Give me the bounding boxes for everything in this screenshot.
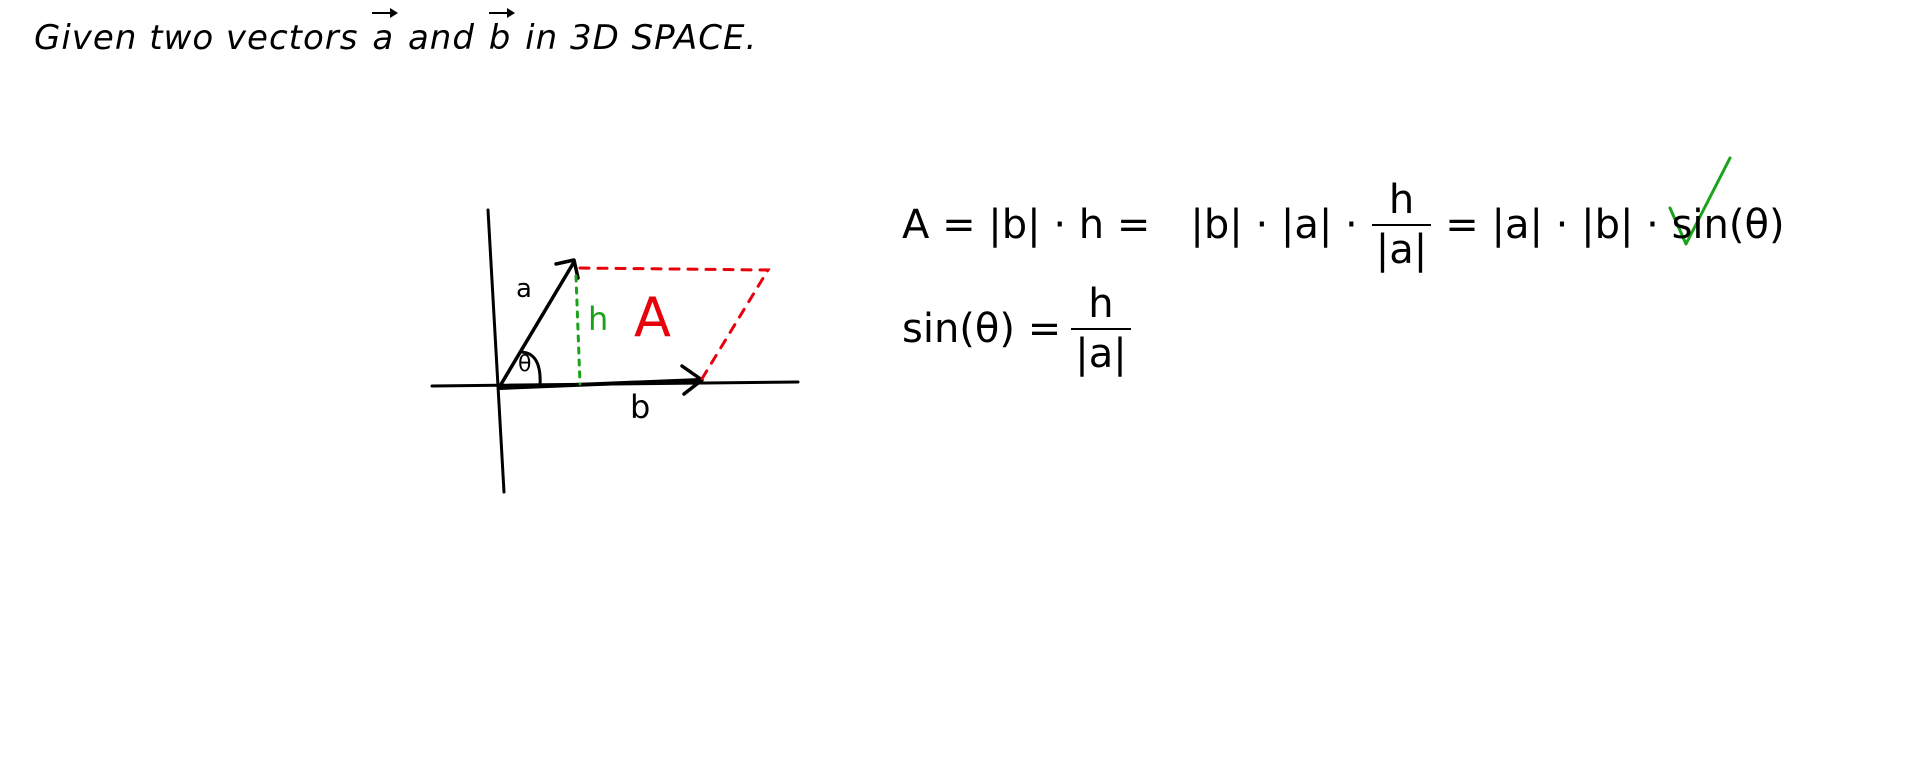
label-vector-a: a: [516, 274, 532, 304]
label-height: h: [588, 300, 609, 338]
area-equation: A = |b| · h = |b| · |a| · h |a| = |a| · …: [902, 176, 1785, 274]
sin-eq-frac-denominator: |a|: [1075, 331, 1127, 377]
angle-arc: [519, 350, 542, 387]
check-mark-icon: [1668, 156, 1732, 246]
vector-a-arrow: [498, 260, 576, 388]
area-eq-lhs: A = |b| · h =: [902, 202, 1151, 248]
sin-eq-frac-bar: [1071, 328, 1131, 330]
vector-b-arrow: [498, 378, 702, 390]
vector-a-symbol: a: [372, 8, 398, 58]
sine-equation: sin(θ) = h |a|: [902, 280, 1131, 378]
area-eq-fraction: h |a|: [1371, 176, 1432, 274]
area-eq-frac-denominator: |a|: [1375, 227, 1428, 273]
title-and: and: [407, 18, 475, 58]
title-post: in 3D SPACE.: [525, 18, 758, 58]
sin-eq-fraction: h |a|: [1071, 280, 1131, 378]
label-area: A: [634, 286, 671, 349]
parallelogram-outline: [578, 266, 771, 384]
vector-b-symbol: b: [488, 8, 515, 58]
title-text: Given two vectors a and b in 3D SPACE.: [34, 8, 758, 58]
vertical-axis: [486, 208, 506, 494]
title-pre: Given two vectors: [34, 18, 359, 58]
area-eq-rhs: = |a| · |b| · sin(θ): [1445, 202, 1785, 248]
area-eq-frac-bar: [1371, 224, 1432, 226]
label-vector-b: b: [630, 388, 651, 426]
area-eq-mid: |b| · |a| ·: [1190, 202, 1358, 248]
height-line: [574, 274, 582, 386]
vector-a-arrowhead: [554, 258, 580, 280]
area-eq-frac-numerator: h: [1388, 177, 1415, 223]
sin-eq-lhs: sin(θ) =: [902, 306, 1062, 352]
sin-eq-frac-numerator: h: [1088, 281, 1114, 327]
label-theta: θ: [518, 352, 532, 377]
